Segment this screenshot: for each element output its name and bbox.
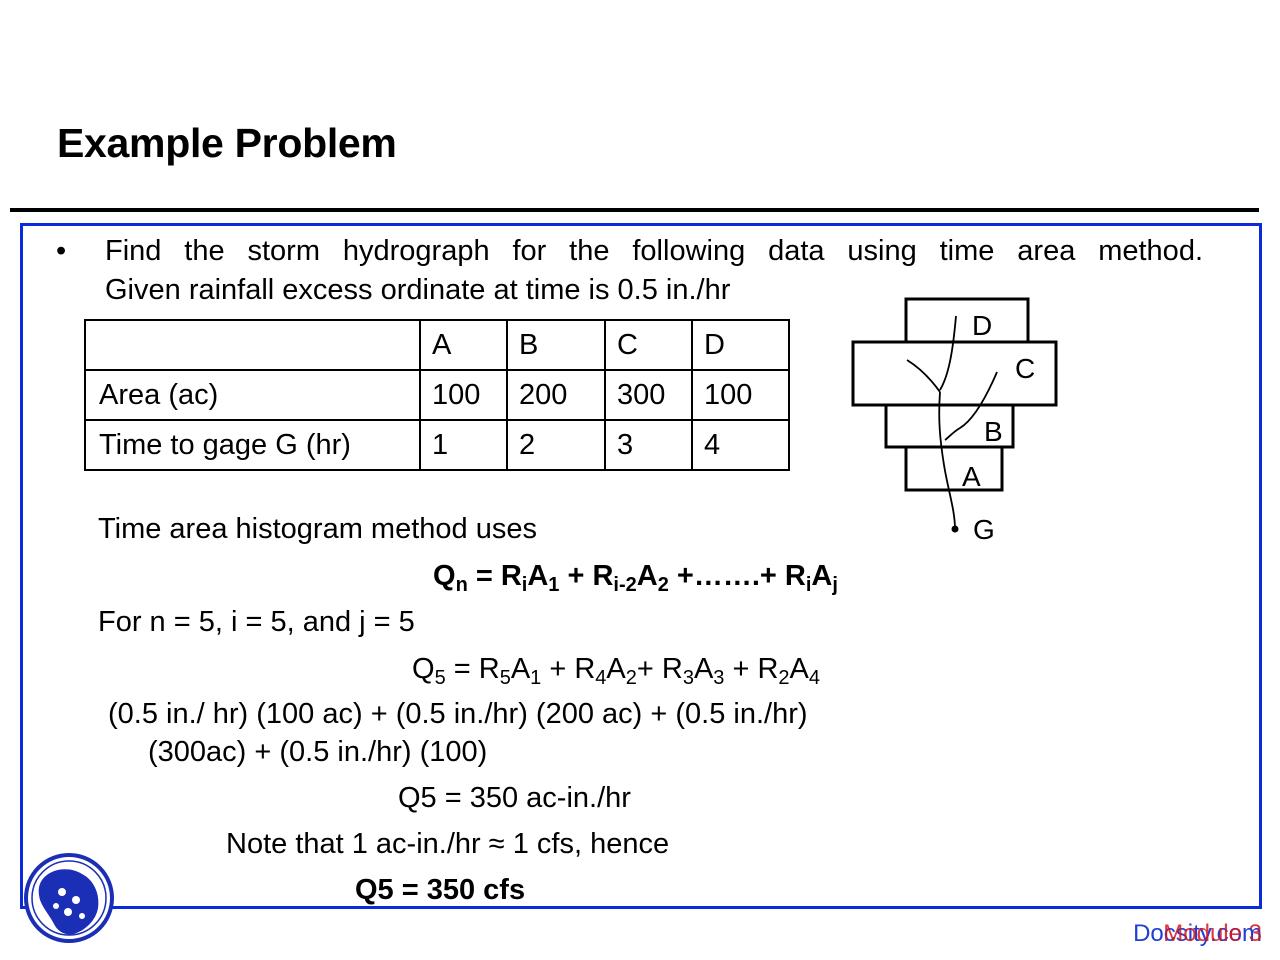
- diagram-label-c: C: [1015, 353, 1035, 384]
- eq-term: Q: [433, 560, 456, 592]
- eq-term: A: [789, 653, 809, 685]
- diagram-label-d: D: [972, 310, 992, 341]
- watershed-diagram: D C B A G: [851, 297, 1058, 545]
- eq-term: A: [527, 560, 549, 592]
- table-header-cell: C: [604, 319, 693, 371]
- eq-subscript: 2: [625, 667, 637, 689]
- eq-term: A: [811, 560, 833, 592]
- table-row: Time to gage G (hr) 1 2 3 4: [84, 419, 790, 471]
- eq-term: A: [693, 653, 714, 685]
- page-title: Example Problem: [57, 120, 397, 166]
- eq-subscript: j: [832, 574, 838, 596]
- intro-line-1: Find the storm hydrograph for the follow…: [105, 235, 1203, 267]
- eq-subscript: 2: [657, 574, 669, 596]
- eq-subscript: 1: [530, 667, 542, 689]
- table-cell: 300: [604, 369, 693, 421]
- eq-term: +…….+ R: [668, 560, 806, 592]
- title-divider: [10, 208, 1259, 212]
- eq-subscript: 3: [713, 667, 725, 689]
- table-cell: 4: [691, 419, 790, 471]
- eq-subscript: n: [455, 574, 468, 596]
- table-cell: 100: [419, 369, 508, 421]
- general-equation: Qn = RiA1 + Ri-2A2 +…….+ RiAj: [433, 559, 838, 596]
- table-cell: 2: [506, 419, 606, 471]
- eq-subscript: 3: [682, 667, 694, 689]
- note-line: Note that 1 ac-in./hr ≈ 1 cfs, hence: [226, 828, 670, 860]
- table-cell: 100: [691, 369, 790, 421]
- eq-subscript: 4: [595, 667, 607, 689]
- eq-term: = R: [445, 653, 500, 685]
- eq-term: = R: [467, 560, 522, 592]
- method-label: Time area histogram method uses: [98, 513, 537, 545]
- table-cell: Area (ac): [84, 369, 421, 421]
- table-header-row: A B C D: [84, 319, 790, 371]
- result-line: Q5 = 350 ac-in./hr: [398, 782, 631, 814]
- stream-network: [906, 315, 998, 530]
- subarea-a-box: [904, 445, 1004, 492]
- table-row: Area (ac) 100 200 300 100: [84, 369, 790, 421]
- content-frame: [20, 223, 1262, 909]
- eq-term: + R: [541, 653, 596, 685]
- substitution-line-2: (300ac) + (0.5 in./hr) (100): [148, 736, 488, 768]
- docsity-watermark: Docsity.com: [1133, 920, 1262, 947]
- eq-term: A: [606, 653, 626, 685]
- eq-subscript: 2: [778, 667, 790, 689]
- eq-term: + R: [559, 560, 614, 592]
- q5-equation: Q5 = R5A1 + R4A2+ R3A3 + R2A4: [412, 652, 820, 689]
- eq-term: Q: [412, 653, 435, 685]
- university-logo-icon: [24, 853, 114, 943]
- parameter-line: For n = 5, i = 5, and j = 5: [98, 606, 415, 638]
- table-header-cell: [84, 319, 421, 371]
- eq-term: + R: [724, 653, 779, 685]
- intro-line-2: Given rainfall excess ordinate at time i…: [105, 274, 731, 306]
- diagram-label-g: G: [973, 514, 995, 545]
- diagram-label-a: A: [962, 461, 981, 492]
- eq-subscript: i: [805, 574, 812, 596]
- module-label: Module 3: [1163, 920, 1262, 947]
- eq-subscript: i: [521, 574, 528, 596]
- eq-subscript: 5: [434, 667, 446, 689]
- table-cell: Time to gage G (hr): [84, 419, 421, 471]
- eq-subscript: 5: [499, 667, 511, 689]
- table-cell: 200: [506, 369, 606, 421]
- substitution-line-1: (0.5 in./ hr) (100 ac) + (0.5 in./hr) (2…: [108, 698, 808, 730]
- table-header-cell: B: [506, 319, 606, 371]
- eq-subscript: 4: [808, 667, 820, 689]
- eq-term: A: [636, 560, 658, 592]
- table-cell: 1: [419, 419, 508, 471]
- subarea-table: A B C D Area (ac) 100 200 300 100 Time t…: [84, 319, 790, 471]
- footer-watermark: Docsity.com Module 3: [1122, 920, 1262, 948]
- subarea-d-box: [904, 297, 1030, 344]
- bullet-marker: •: [56, 235, 67, 267]
- final-answer: Q5 = 350 cfs: [355, 874, 526, 906]
- eq-subscript: i-2: [613, 574, 637, 596]
- table-header-cell: A: [419, 319, 508, 371]
- eq-term: + R: [636, 653, 683, 685]
- table-cell: 3: [604, 419, 693, 471]
- diagram-label-b: B: [984, 416, 1003, 447]
- eq-term: A: [510, 653, 531, 685]
- table-header-cell: D: [691, 319, 790, 371]
- gage-point: [951, 525, 959, 533]
- eq-subscript: 1: [548, 574, 560, 596]
